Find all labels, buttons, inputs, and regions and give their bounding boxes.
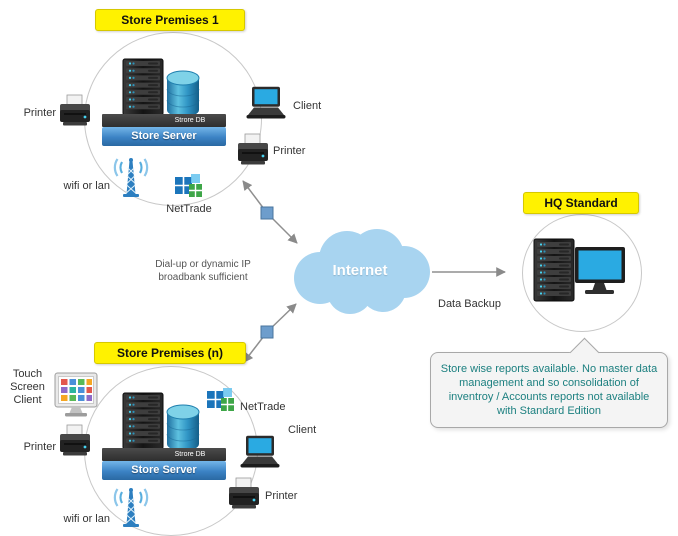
dialup-note-line2: broadbank sufficient [158,272,248,283]
server-rack-icon [122,392,164,450]
server-rack-icon [122,58,164,116]
wifi-antenna-icon [113,488,149,527]
printer-label: Printer [23,107,56,119]
connector-storen [243,331,268,363]
client-laptop-icon [240,435,280,468]
connector-store1-cloud [266,212,298,244]
server-platform: Strore DB [102,448,226,461]
printer-icon [238,133,268,165]
store1-title: Store Premises 1 [95,9,245,31]
client-label: Client [293,100,322,112]
hq-title: HQ Standard [523,192,639,214]
nettrade-icon [207,388,234,411]
printer-icon [60,94,90,126]
dialup-note: Dial-up or dynamic IP broadbank sufficie… [133,258,273,284]
database-icon [166,70,200,117]
monitor [575,247,625,294]
nettrade-label: NetTrade [166,203,212,215]
storen-title: Store Premises (n) [94,342,246,364]
wifi-label: wifi or lan [63,513,110,525]
touch-screen-client-icon [54,372,98,417]
printer-label: Printer [273,145,306,157]
connector-store1 [242,180,268,214]
data-backup-label: Data Backup [438,298,501,310]
printer-icon [60,424,90,456]
nettrade-label: NetTrade [240,401,286,413]
dialup-note-line1: Dial-up or dynamic IP [155,259,251,270]
link-node-top [260,206,274,220]
database-icon [166,404,200,451]
store-server-bar: Store Server [102,461,226,480]
link-node-bottom [260,325,274,339]
hq-server-monitor-icon [533,238,625,302]
connector-storen-cloud [266,303,297,333]
hq-callout: Store wise reports available. No master … [430,352,668,428]
client-laptop-icon [246,86,286,119]
callout-pointer [569,334,599,354]
printer-label: Printer [23,441,56,453]
printer-icon [229,477,259,509]
callout-text: Store wise reports available. No master … [440,363,658,417]
nettrade-icon [175,174,202,197]
store1-server-unit: Strore DB Store Server [102,58,226,146]
server-platform: Strore DB [102,114,226,127]
store-db-label: Strore DB [174,451,206,458]
touch-screen-client-label: Touch Screen Client [10,368,45,406]
storen-server-unit: Strore DB Store Server [102,392,226,480]
wifi-antenna-icon [113,158,149,197]
client-label: Client [288,424,317,436]
internet-label: Internet [332,262,388,279]
printer-label: Printer [265,490,298,502]
store-db-label: Strore DB [174,117,206,124]
wifi-label: wifi or lan [63,180,110,192]
store-server-bar: Store Server [102,127,226,146]
